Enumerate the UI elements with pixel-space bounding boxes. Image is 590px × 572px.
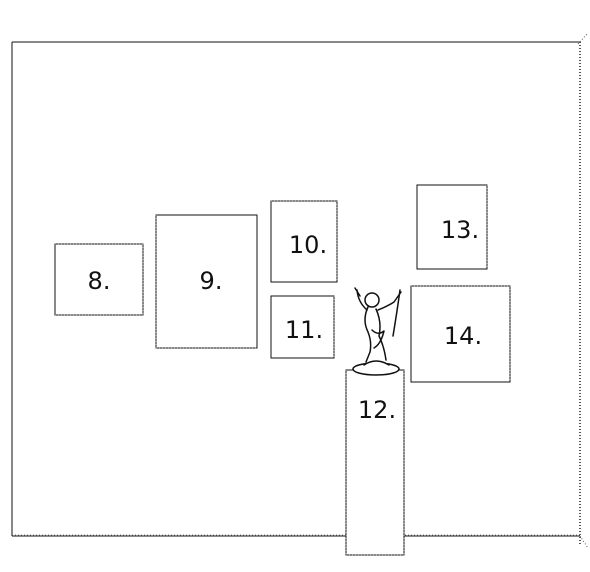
frame-14-label: 14.: [444, 322, 482, 350]
frame-10-label: 10.: [289, 231, 327, 259]
wall-right-corner-bottom: [580, 536, 588, 548]
frame-13: 13.: [417, 185, 487, 269]
frame-8: 8.: [55, 244, 143, 315]
frame-14: 14.: [411, 286, 510, 382]
frame-8-label: 8.: [88, 267, 111, 295]
statue-head: [365, 293, 379, 307]
frame-11-label: 11.: [285, 316, 323, 344]
statue-icon: [353, 288, 401, 375]
statue-plinth: [364, 361, 389, 365]
frame-10: 10.: [271, 201, 337, 282]
frame-9: 9.: [156, 215, 257, 348]
frame-12: 12.: [346, 370, 404, 555]
frame-12-label: 12.: [358, 396, 396, 424]
frame-11: 11.: [271, 296, 334, 358]
frame-13-label: 13.: [441, 216, 479, 244]
frame-9-label: 9.: [200, 267, 223, 295]
